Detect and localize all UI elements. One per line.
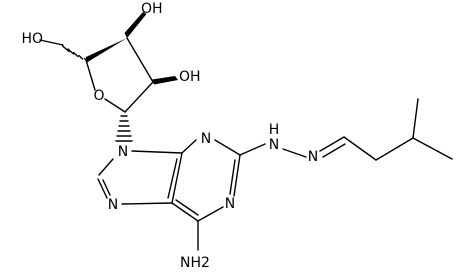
- bond-ch-methyl-1: [412, 98, 419, 139]
- bond-c8-n7-double: [102, 179, 111, 196]
- n1-label: N: [225, 196, 235, 212]
- n7-label: N: [108, 197, 118, 213]
- ribose-ring: [85, 37, 154, 113]
- bond-c4-c5: [171, 152, 183, 204]
- bond-n9-c4: [131, 150, 183, 154]
- bond-c4-o4: [85, 59, 96, 91]
- wedge-bond-c3-c4: [86, 38, 127, 63]
- ring-oxygen-label: O: [93, 88, 104, 104]
- bond-c4-c5-inner: [167, 158, 178, 199]
- pyrimidine-ring: [167, 139, 241, 251]
- hydrazone-side-chain: [239, 98, 453, 161]
- bond-c2-c3: [126, 37, 154, 83]
- imidazole-ring: [97, 150, 183, 205]
- wedge-bond-c3-oh: [124, 12, 147, 38]
- bond-c1-c2: [124, 81, 154, 113]
- bond-o4-c1: [104, 98, 126, 113]
- hydroxyl-right-label: OH: [179, 69, 201, 85]
- hydroxymethyl-label: HO: [21, 31, 43, 47]
- hashed-bond-c1-n9: [115, 115, 133, 142]
- amino-group-label: NH2: [180, 255, 210, 271]
- hashed-bond-c4-c5: [61, 45, 89, 63]
- bond-c6-c5-double: [175, 199, 199, 216]
- bond-c2-n1-double: [229, 159, 236, 195]
- bond-n-ch-double: [322, 143, 346, 158]
- wedge-bond-c2-oh: [152, 76, 178, 85]
- bond-c4-n3: [181, 139, 197, 154]
- bond-n1-c6: [197, 206, 224, 222]
- bond-ch-ch2: [343, 136, 377, 161]
- bond-c5-o5: [39, 39, 64, 46]
- bond-c2-nh: [239, 143, 266, 156]
- bond-c2-n1: [233, 154, 241, 197]
- bond-n9-c8: [98, 158, 114, 176]
- n3-label: N: [201, 131, 211, 147]
- hydroxymethyl-group: [39, 39, 89, 63]
- n9-label: N: [118, 144, 128, 160]
- bond-nh-n: [282, 148, 307, 158]
- bond-n-ch: [319, 136, 345, 152]
- bond-n3-c2: [214, 139, 241, 156]
- bond-c8-n7: [97, 178, 108, 199]
- bond-ch-methyl-2: [412, 137, 453, 160]
- hydrazone-n2-label: N: [308, 149, 318, 165]
- hydroxyl-top-label: OH: [141, 1, 163, 17]
- hydrazone-h-label: H: [269, 122, 280, 138]
- bond-n7-c5: [121, 202, 173, 205]
- bond-c6-c5: [171, 202, 199, 222]
- bond-ch2-ch: [375, 137, 414, 161]
- hydrazone-n1-label: N: [269, 137, 279, 153]
